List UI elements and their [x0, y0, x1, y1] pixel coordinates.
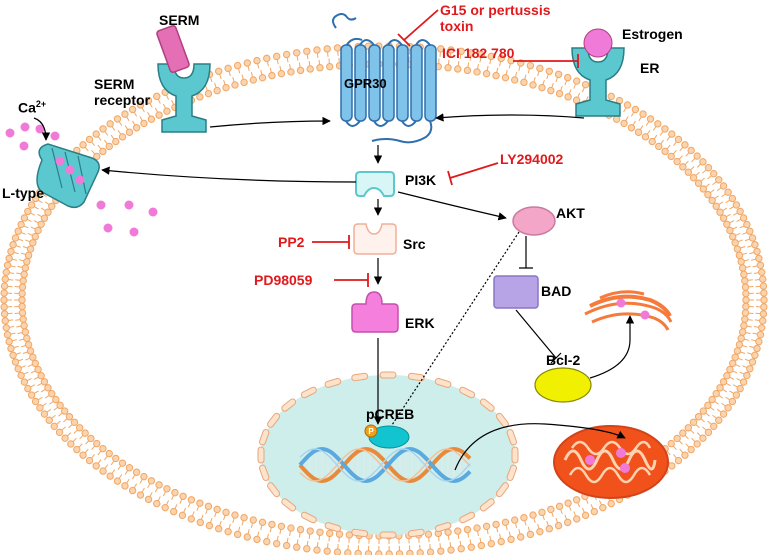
bcl2-icon	[534, 367, 592, 403]
pd-inhibition	[334, 273, 369, 287]
ly-inhibition	[447, 162, 499, 186]
svg-text:P: P	[368, 427, 374, 436]
g15-label-line2: toxin	[440, 18, 474, 34]
akt-icon	[512, 206, 556, 236]
bcl2-label: Bcl-2	[546, 352, 581, 368]
calcium-label: Ca2+	[18, 99, 47, 116]
serm-receptor-label-line2: receptor	[94, 92, 151, 108]
l-type-channel-icon	[36, 143, 100, 209]
ici-inhibition	[513, 54, 579, 68]
gpr30-receptor-icon	[332, 13, 437, 144]
er-to-gpr30-arrow	[435, 113, 585, 122]
pi3k-to-akt-arrow	[397, 191, 507, 221]
nucleus	[257, 371, 519, 539]
mitochondrion-icon	[553, 425, 669, 499]
pcreb-label: pCREB	[366, 406, 415, 422]
inhibition-lines	[312, 9, 579, 364]
ly-label: LY294002	[500, 151, 564, 167]
er-label: ER	[640, 60, 660, 76]
src-label: Src	[403, 236, 426, 252]
estrogen-ligand-icon	[583, 28, 613, 58]
pd-label: PD98059	[254, 272, 313, 288]
estrogen-label: Estrogen	[622, 26, 683, 42]
er-receptor-icon	[571, 47, 625, 117]
gpr30-label: GPR30	[344, 76, 387, 91]
activation-arrows	[101, 113, 635, 471]
l-type-label: L-type	[2, 185, 44, 201]
calcium-ions	[5, 122, 158, 237]
erk-label: ERK	[405, 315, 435, 331]
erk-icon	[351, 291, 399, 333]
g15-label-line1: G15 or pertussis	[440, 2, 551, 18]
ici-label: ICI 182 780	[442, 45, 515, 61]
pi3k-icon	[355, 171, 395, 197]
g15-inhibition	[397, 9, 439, 47]
pp2-label: PP2	[278, 234, 305, 250]
bad-to-bcl2-inhibition	[515, 309, 562, 364]
pi3k-label: PI3K	[405, 172, 437, 188]
serm-ligand-icon	[156, 25, 190, 73]
serm-to-gpr30-arrow	[209, 116, 331, 128]
akt-to-bad-inhibition	[519, 236, 533, 269]
phosphate-icon: P	[364, 424, 378, 438]
serm-receptor-icon	[157, 63, 211, 133]
pp2-inhibition	[312, 235, 350, 249]
pi3k-to-ltype-arrow	[101, 166, 357, 183]
endoplasmic-reticulum-icon	[584, 290, 673, 331]
akt-to-pcreb-dotted-line	[391, 231, 520, 426]
serm-receptor-label-line1: SERM	[94, 76, 135, 92]
calcium-entry-arrow	[33, 117, 51, 141]
dna-helix-icon	[298, 446, 472, 484]
src-icon	[353, 223, 397, 255]
serm-label: SERM	[159, 12, 200, 28]
bad-icon	[493, 275, 539, 309]
bcl2-to-er-arrow	[589, 315, 635, 379]
bad-label: BAD	[541, 283, 572, 299]
akt-label: AKT	[556, 205, 585, 221]
bcl2-to-mito-arrow	[454, 423, 626, 471]
